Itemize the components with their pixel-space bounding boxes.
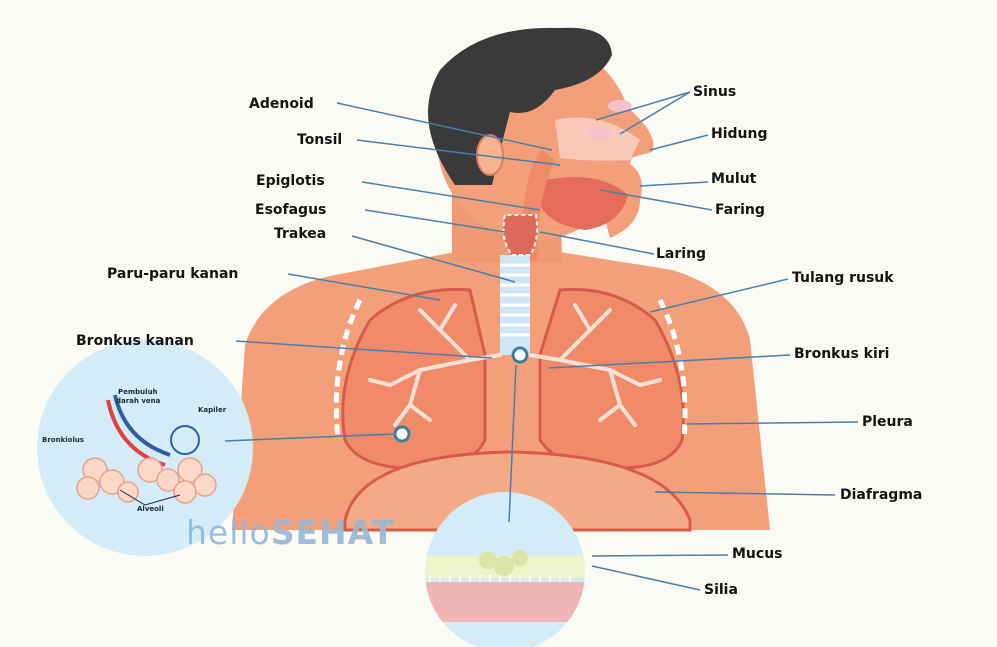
label-hidung: Hidung xyxy=(711,126,768,142)
logo-part-hello: hello xyxy=(186,513,271,552)
bronchus-ring xyxy=(513,348,527,362)
esophagus xyxy=(504,215,538,255)
label-silia: Silia xyxy=(704,582,738,598)
inset-label-kapiler: Kapiler xyxy=(198,406,226,414)
inset-label-pembuluh: Pembuluh xyxy=(118,388,158,396)
label-paru-kanan: Paru-paru kanan xyxy=(107,266,238,282)
inset-label-darah-vena: darah vena xyxy=(116,397,160,405)
label-adenoid: Adenoid xyxy=(249,96,314,112)
logo-part-sehat: SEHAT xyxy=(271,513,395,552)
sinus-spot-2 xyxy=(587,128,613,140)
alveoli-ring xyxy=(395,427,409,441)
label-faring: Faring xyxy=(715,202,765,218)
label-mulut: Mulut xyxy=(711,171,756,187)
inset-label-bronkiolus: Bronkiolus xyxy=(42,436,84,444)
label-mucus: Mucus xyxy=(732,546,783,562)
label-pleura: Pleura xyxy=(862,414,913,430)
hellosehat-logo: helloSEHAT xyxy=(186,513,395,552)
label-sinus: Sinus xyxy=(693,84,736,100)
label-tonsil: Tonsil xyxy=(297,132,342,148)
label-diafragma: Diafragma xyxy=(840,487,922,503)
label-tulang-rusuk: Tulang rusuk xyxy=(792,270,894,286)
label-epiglotis: Epiglotis xyxy=(256,173,325,189)
inset-label-alveoli: Alveoli xyxy=(137,505,164,513)
label-esofagus: Esofagus xyxy=(255,202,326,218)
label-laring: Laring xyxy=(656,246,706,262)
label-bronkus-kiri: Bronkus kiri xyxy=(794,346,889,362)
label-bronkus-kanan: Bronkus kanan xyxy=(76,333,194,349)
label-trakea: Trakea xyxy=(274,226,326,242)
